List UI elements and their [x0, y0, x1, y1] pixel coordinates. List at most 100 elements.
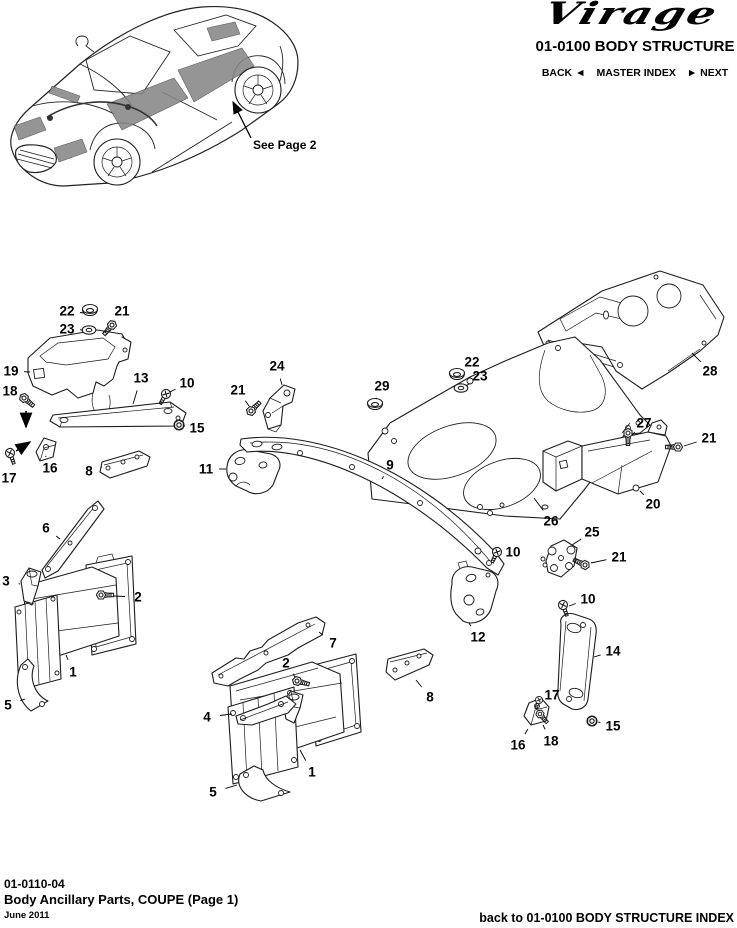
nut-15b — [586, 715, 598, 727]
callout-label-2: 2 — [134, 590, 142, 605]
callout-leader-13 — [132, 390, 138, 405]
callout-label-27: 27 — [636, 416, 651, 431]
doc-date: June 2011 — [4, 910, 50, 921]
pointer-arrow-1 — [14, 441, 32, 456]
nav-back-label: BACK — [541, 67, 573, 79]
page-header: Virage 01-0100 BODY STRUCTURE BACK ◄ MAS… — [535, 0, 735, 79]
callout-label-29: 29 — [374, 379, 389, 394]
callout-label-18: 18 — [543, 734, 559, 749]
part-14-strap — [557, 613, 597, 711]
part-20-support-bracket — [542, 419, 672, 495]
callout-label-21: 21 — [230, 383, 246, 398]
callout-leader-2 — [292, 673, 296, 678]
callout-leader-6 — [55, 535, 61, 540]
bolt-18a — [17, 391, 37, 410]
callout-label-21: 21 — [701, 431, 717, 446]
callout-leader-4 — [219, 713, 233, 716]
callout-label-15: 15 — [189, 421, 205, 436]
back-arrow-icon: ◄ — [575, 67, 586, 79]
grommet-22a — [81, 303, 99, 317]
callout-label-7: 7 — [329, 636, 337, 651]
callout-leader-2 — [113, 595, 126, 597]
washer-23b — [453, 383, 469, 393]
callout-leader-1 — [65, 654, 69, 661]
callout-leader-20 — [639, 490, 645, 496]
callout-label-14: 14 — [605, 644, 621, 659]
callout-label-8: 8 — [85, 464, 93, 479]
part-8-plate-right — [385, 648, 434, 681]
callout-leader-26 — [533, 497, 544, 511]
callout-label-19: 19 — [3, 364, 18, 379]
callout-label-10: 10 — [179, 376, 194, 391]
see-page-arrow — [232, 100, 252, 139]
header-nav: BACK ◄ MASTER INDEX ► NEXT — [535, 67, 735, 79]
callout-label-17: 17 — [544, 688, 559, 703]
rear-wheel — [234, 66, 282, 114]
callout-leader-16 — [524, 728, 529, 735]
part-16-bracket — [35, 437, 57, 462]
screw-17a — [3, 446, 19, 466]
callout-label-24: 24 — [269, 359, 285, 374]
callout-label-10: 10 — [505, 545, 520, 560]
part-25-mount-block — [540, 539, 578, 578]
callout-label-21: 21 — [611, 550, 627, 565]
callout-leader-21 — [590, 559, 607, 564]
footer-index-link[interactable]: back to 01-0100 BODY STRUCTURE INDEX — [479, 911, 734, 925]
nut-15a — [173, 419, 185, 431]
exploded-diagram: 2223211918131015161781124212992822232721… — [1, 270, 725, 802]
callout-leader-10 — [169, 388, 176, 393]
callout-leader-22 — [79, 312, 85, 314]
callout-label-26: 26 — [543, 514, 559, 529]
part-3-bracket — [20, 567, 42, 606]
callout-label-21: 21 — [114, 304, 130, 319]
part-8-plate-left — [99, 450, 151, 479]
see-page-label[interactable]: See Page 2 — [253, 138, 317, 152]
callout-leader-25 — [571, 538, 582, 546]
callout-label-11: 11 — [199, 462, 214, 477]
callout-leader-1 — [299, 749, 307, 761]
part-9-curved-brace — [239, 436, 505, 576]
callout-leader-9 — [381, 476, 384, 480]
next-arrow-icon: ► — [686, 67, 698, 79]
nav-next[interactable]: ► NEXT — [687, 67, 728, 79]
nav-next-label: NEXT — [700, 67, 729, 79]
callout-label-8: 8 — [426, 690, 434, 705]
callout-leader-21 — [245, 400, 250, 407]
part-1-crash-box-left — [14, 553, 137, 691]
callout-leader-7 — [318, 631, 324, 636]
callout-label-15: 15 — [605, 719, 621, 734]
callout-label-17: 17 — [1, 471, 16, 486]
callout-leader-29 — [375, 397, 378, 400]
callout-leader-15 — [597, 721, 601, 724]
part-12-end-bracket — [450, 560, 499, 624]
callout-label-2: 2 — [282, 656, 290, 671]
nav-back[interactable]: BACK ◄ — [542, 67, 586, 79]
callout-leader-8 — [415, 679, 423, 688]
callout-label-12: 12 — [470, 630, 485, 645]
virage-logo: Virage — [539, 0, 723, 32]
mirror — [75, 35, 95, 53]
callout-label-22: 22 — [59, 304, 74, 319]
grommet-29 — [366, 397, 384, 411]
callout-label-9: 9 — [386, 458, 394, 473]
callout-leader-21 — [683, 441, 697, 447]
callout-label-1: 1 — [308, 765, 316, 780]
callout-label-13: 13 — [133, 371, 149, 386]
footer-doc-info: 01-0110-04 Body Ancillary Parts, COUPE (… — [4, 877, 238, 921]
callout-leader-23 — [465, 383, 470, 387]
callout-leader-28 — [691, 352, 702, 363]
callout-label-23: 23 — [59, 322, 75, 337]
nav-master-index[interactable]: MASTER INDEX — [596, 67, 676, 79]
callout-label-28: 28 — [702, 364, 718, 379]
callout-label-20: 20 — [645, 497, 660, 512]
callout-leader-10 — [568, 603, 576, 607]
part-7-rail — [211, 616, 326, 687]
callout-leader-14 — [593, 654, 601, 658]
highlighted-ancillary-parts — [13, 21, 255, 163]
doc-title: Body Ancillary Parts, COUPE (Page 1) — [4, 892, 239, 907]
grommet-22b — [448, 367, 466, 381]
part-5-strap-left — [16, 658, 49, 712]
section-title: 01-0100 BODY STRUCTURE — [535, 38, 735, 55]
callout-label-25: 25 — [584, 525, 600, 540]
part-19-cover — [27, 329, 132, 419]
